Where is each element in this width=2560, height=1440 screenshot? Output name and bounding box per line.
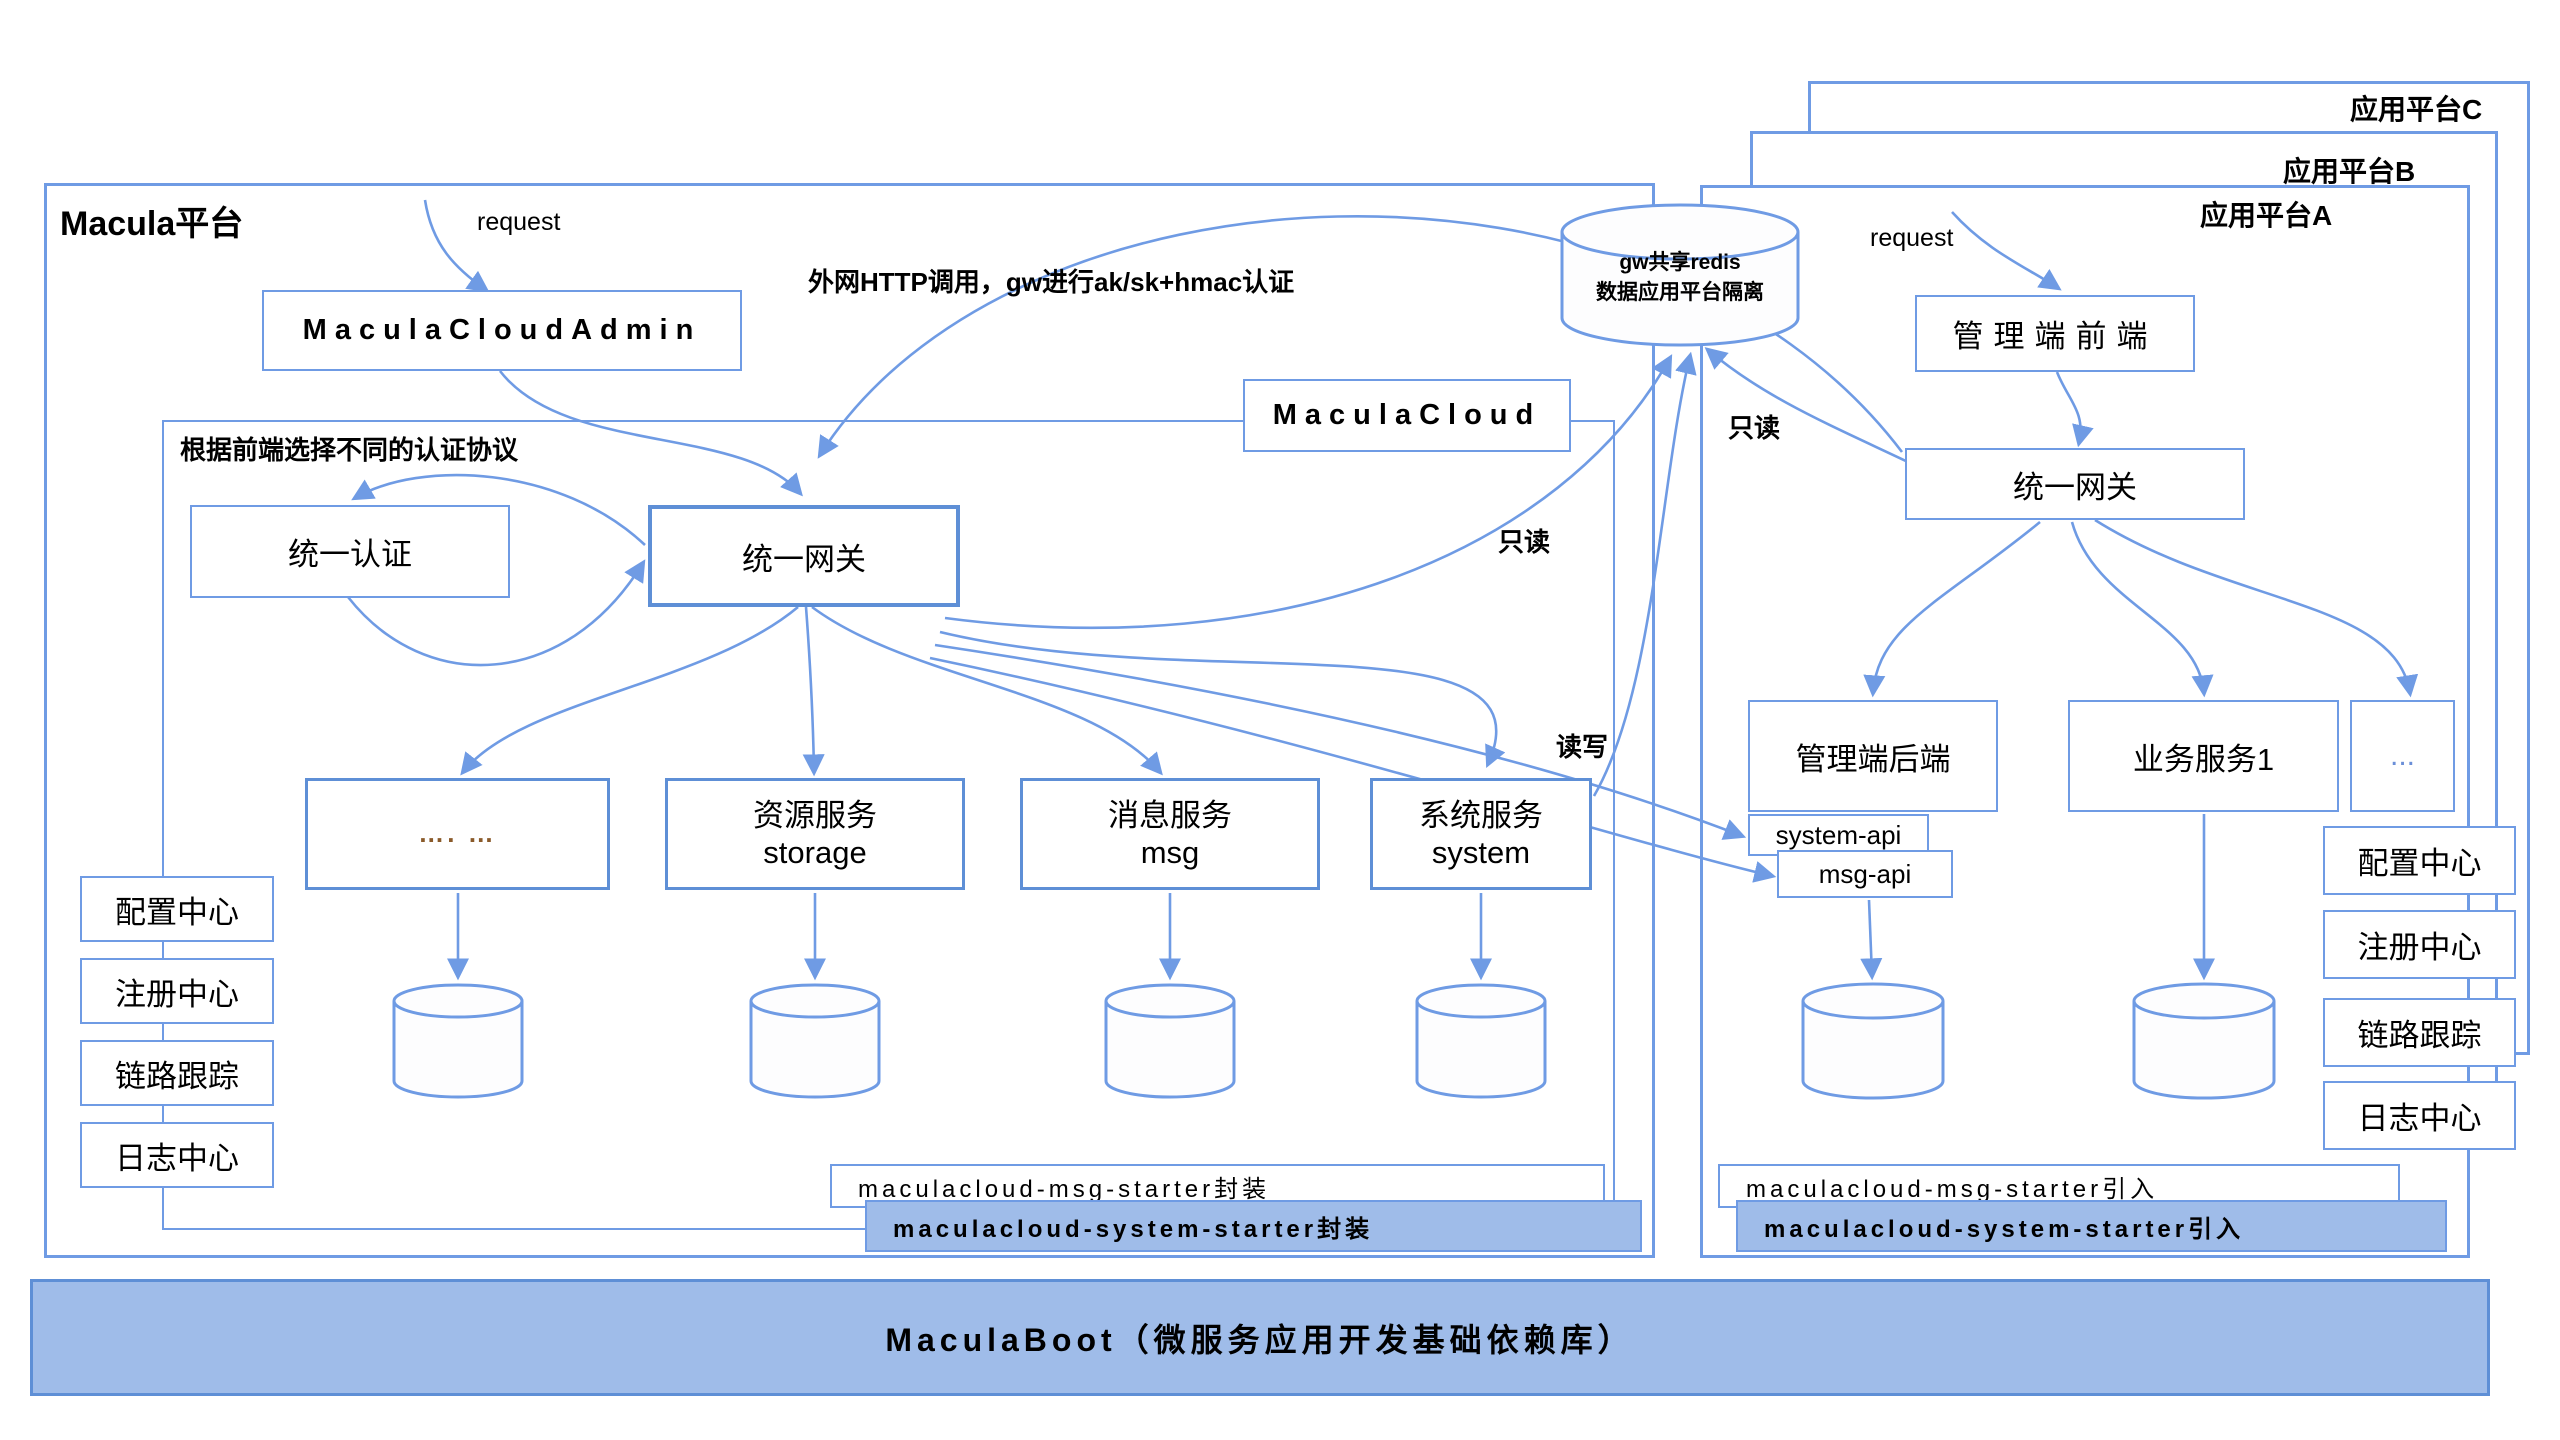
db-cylinder-dots [392,983,524,1099]
gateway-redis-readonly-arrow [944,354,1673,629]
service-box-system-label-line2: system [1431,835,1531,870]
admin-box-label: MaculaCloudAdmin [302,314,702,346]
log-center-left-box: 日志中心 [80,1122,274,1188]
db-cylinder-biz [2132,982,2276,1100]
admin-to-gateway-arrow [498,370,803,497]
frontend-box-label: 管理端前端 [1952,319,2158,354]
log-center-left-box-label: 日志中心 [115,1140,239,1176]
msg-api-box: msg-api [1777,850,1953,898]
service-box-msg-label-line2: msg [1140,835,1200,870]
gateway-right-box: 统一网关 [1905,448,2245,520]
cloud-label-box: MaculaCloud [1243,379,1571,452]
registry-center-left-box: 注册中心 [80,958,274,1024]
gateway-fan-msg [811,605,1163,776]
redis-cylinder-label: gw共享redis 数据应用平台隔离 [1562,248,1798,309]
gateway-fan-dots [460,606,799,776]
msg-starter-import-bar: maculacloud-msg-starter引入 [1718,1164,2400,1208]
redis-label-line2: 数据应用平台隔离 [1596,281,1764,305]
trace-center-right-box-label: 链路跟踪 [2357,1018,2482,1053]
msg-starter-import-bar-label: maculacloud-msg-starter引入 [1746,1175,2159,1203]
cloud-label-box-label: MaculaCloud [1272,399,1542,431]
backend-box-label: 管理端后端 [1795,741,1951,777]
readwrite-label: 读写 [1556,732,1609,762]
service-box-dots: …. … [305,778,610,890]
registry-center-right-box: 注册中心 [2323,910,2516,979]
service-box-system-label-line1: 系统服务 [1419,797,1543,833]
admin-box: MaculaCloudAdmin [262,290,742,371]
rightgw-fan-biz [2070,521,2214,698]
platform-b-label: 应用平台B [2283,156,2416,187]
rightgw-fan-backend [1863,520,2041,698]
config-center-right-box: 配置中心 [2323,826,2516,895]
service-box-dots-label: …. … [418,818,497,849]
system-starter-wrap-bar: maculacloud-system-starter封装 [865,1200,1642,1252]
platform-c-label: 应用平台C [2350,94,2483,125]
frontend-to-gateway-arrow [2055,371,2094,448]
auth-to-gateway-arrow [346,559,646,667]
system-api-box: system-api [1748,814,1929,856]
system-starter-import-bar-label: maculacloud-system-starter引入 [1764,1215,2245,1243]
boot-bar-label: MaculaBoot（微服务应用开发基础依赖库） [885,1321,1635,1358]
biz-service-box-label: 业务服务1 [2132,741,2275,777]
trace-center-right-box: 链路跟踪 [2323,998,2516,1067]
msgapi-db-arrow [1860,899,1883,981]
system-starter-import-bar: maculacloud-system-starter引入 [1736,1200,2447,1252]
gateway-left-box: 统一网关 [648,505,960,607]
request-label-left: request [477,208,561,236]
request-label-right: request [1870,224,1954,252]
more-services-box: ... [2350,700,2455,812]
auth-box-label: 统一认证 [288,537,412,572]
registry-center-right-box-label: 注册中心 [2357,930,2482,965]
config-center-left-box-label: 配置中心 [115,894,239,930]
gateway-fan-storage [802,606,825,777]
log-center-right-box: 日志中心 [2323,1081,2516,1150]
db-cylinder-backend [1801,982,1945,1100]
trace-center-left-box-label: 链路跟踪 [115,1058,239,1094]
config-center-right-box-label: 配置中心 [2357,846,2482,881]
db-cylinder-storage [749,983,881,1099]
config-center-left-box: 配置中心 [80,876,274,942]
trace-center-left-box: 链路跟踪 [80,1040,274,1106]
gateway-fan-system [939,630,1506,769]
request-arrow-right [1951,211,2062,291]
system-redis-readwrite-arrow [1592,351,1697,797]
msg-starter-wrap-bar-label: maculacloud-msg-starter封装 [858,1175,1271,1203]
service-box-storage-label-line1: 资源服务 [753,797,877,833]
service-box-msg-label-line1: 消息服务 [1108,797,1232,833]
service-box-storage-label-line2: storage [763,835,867,870]
auth-box: 统一认证 [190,505,510,598]
auth-protocol-note: 根据前端选择不同的认证协议 [180,435,519,465]
rightgw-redis-readonly-arrow [1704,347,1909,464]
gateway-right-box-label: 统一网关 [2013,469,2137,505]
readonly-label-right: 只读 [1728,413,1781,443]
http-auth-note: 外网HTTP调用，gw进行ak/sk+hmac认证 [808,267,1295,297]
system-starter-wrap-bar-label: maculacloud-system-starter封装 [893,1215,1374,1243]
db-cylinder-system [1415,983,1547,1099]
rightgw-fan-more [2094,518,2419,698]
more-services-box-label: ... [2389,739,2415,772]
backend-box: 管理端后端 [1748,700,1998,812]
db-cylinder-msg [1104,983,1236,1099]
readonly-label-left: 只读 [1498,527,1551,557]
gateway-to-systemapi-arrow [934,643,1747,840]
system-api-box-label: system-api [1775,819,1902,850]
registry-center-left-box-label: 注册中心 [115,976,239,1012]
redis-label-line1: gw共享redis [1619,251,1741,274]
redis-cylinder [1560,203,1800,347]
gateway-to-auth-arrow [351,473,646,546]
gateway-left-box-label: 统一网关 [742,541,866,577]
request-arrow-left [423,199,490,293]
boot-bar: MaculaBoot（微服务应用开发基础依赖库） [30,1279,2490,1396]
platform-a-label: 应用平台A [2200,200,2333,231]
msg-api-box-label: msg-api [1818,858,1912,889]
frontend-box: 管理端前端 [1915,295,2195,372]
biz-service-box: 业务服务1 [2068,700,2339,812]
log-center-right-box-label: 日志中心 [2357,1101,2482,1136]
macula-title: Macula平台 [60,205,244,243]
